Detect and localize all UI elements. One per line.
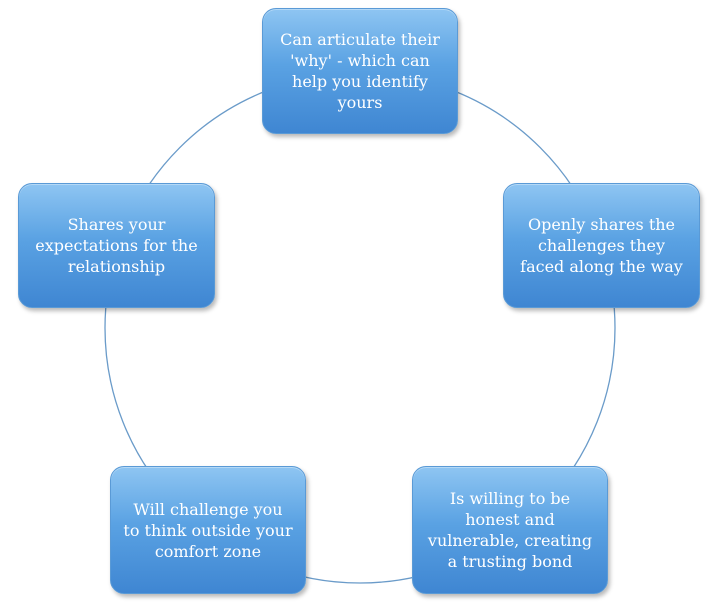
cycle-node-label: Can articulate their 'why' - which can h… (280, 30, 440, 112)
cycle-node-label: Openly shares the challenges they faced … (520, 215, 683, 276)
cycle-node-label: Will challenge you to think outside your… (123, 499, 293, 561)
cycle-node-shares-challenges: Openly shares the challenges they faced … (503, 183, 700, 308)
cycle-node-challenge-comfort-zone: Will challenge you to think outside your… (110, 466, 306, 594)
cycle-node-shares-expectations: Shares your expectations for the relatio… (18, 183, 215, 308)
cycle-node-articulate-why: Can articulate their 'why' - which can h… (262, 8, 458, 134)
cycle-node-label: Is willing to be honest and vulnerable, … (427, 489, 593, 571)
cycle-node-label: Shares your expectations for the relatio… (35, 215, 198, 276)
cycle-node-honest-vulnerable: Is willing to be honest and vulnerable, … (412, 466, 608, 594)
